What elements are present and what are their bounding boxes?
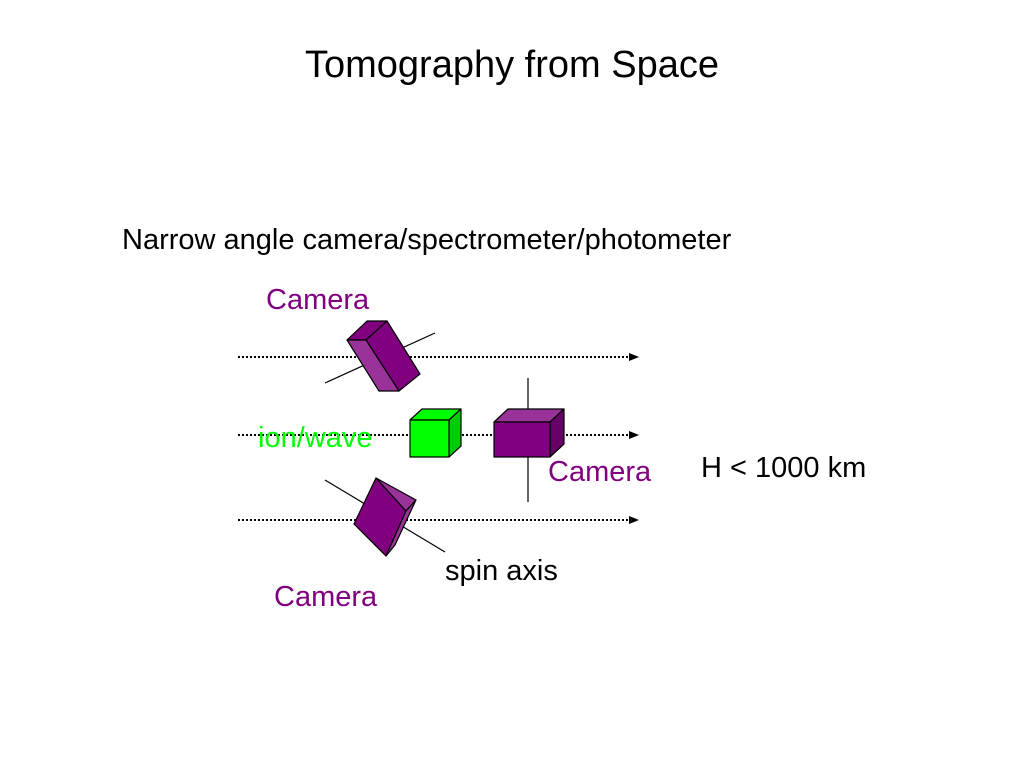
altitude-label: H < 1000 km [701,452,867,484]
slide-title: Tomography from Space [305,44,719,86]
camera-right-label: Camera [548,456,652,488]
slide-subtitle: Narrow angle camera/spectrometer/photome… [122,224,732,256]
camera-bottom-box [353,477,417,557]
spin-axis-label: spin axis [445,555,558,587]
camera-top-label: Camera [266,284,370,316]
ion-wave-label: ion/wave [258,422,373,454]
camera-bottom-label: Camera [274,581,378,613]
camera-top-box [346,320,421,392]
camera-right-box [493,408,565,458]
ion-wave-cube [409,408,462,458]
